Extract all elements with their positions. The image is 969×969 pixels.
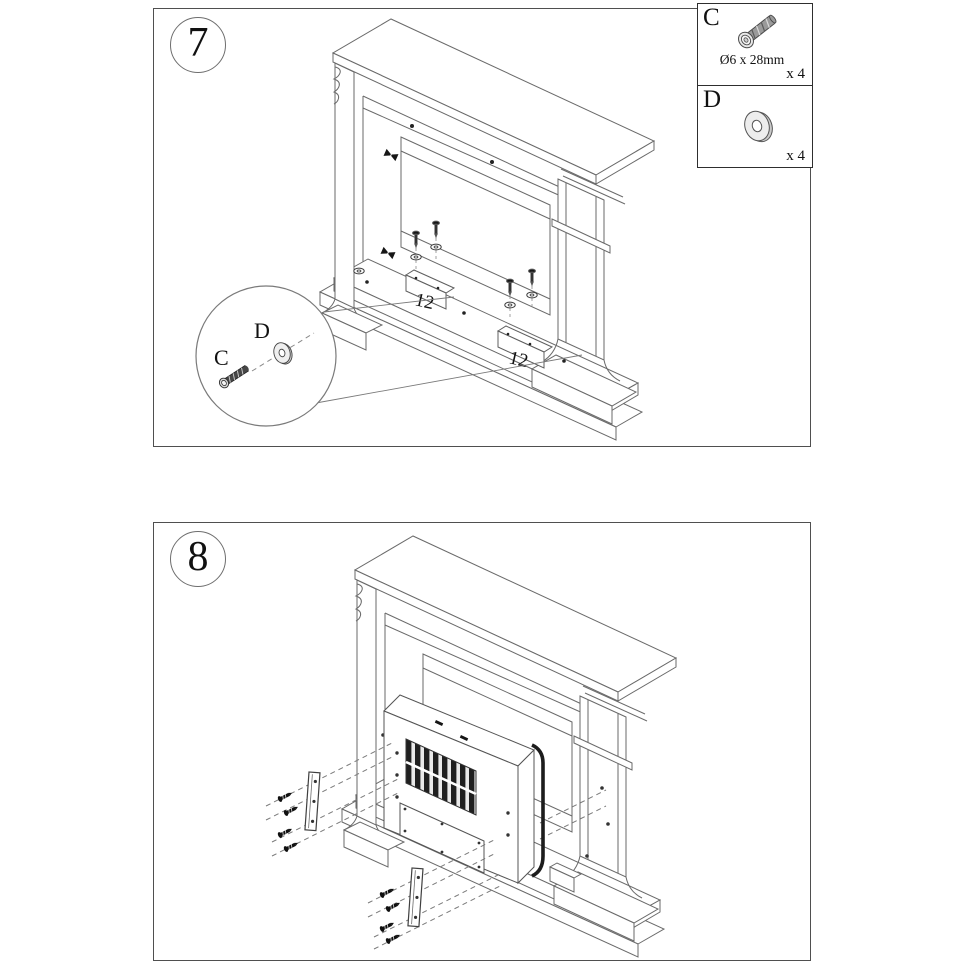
hardware-letter: D <box>703 85 722 113</box>
step-panel-8: 8 <box>153 522 811 961</box>
detail-label-c: C <box>214 345 229 370</box>
hardware-item-c: C Ø6 x 28mm x 4 <box>697 3 813 86</box>
leader-line <box>315 354 583 404</box>
washer-icon <box>744 110 773 142</box>
step-number-badge: 8 <box>170 531 226 587</box>
bracket-label-1: 12 <box>413 289 436 314</box>
mounting-bracket-2 <box>496 268 554 369</box>
mounting-strip-bottom <box>407 867 424 928</box>
hardware-item-d: D x 4 <box>697 84 813 168</box>
hanger-screw <box>434 720 444 726</box>
hanger-screw <box>459 735 469 741</box>
junction-cover <box>399 802 485 874</box>
step-number: 8 <box>187 534 209 580</box>
firebox-insert <box>383 694 545 885</box>
bracket-label-2: 12 <box>507 347 530 372</box>
mantel-frame-back-view <box>319 18 655 441</box>
hardware-legend: C Ø6 x 28mm x 4 D <box>697 3 813 168</box>
insert-front-bezel <box>531 743 545 878</box>
step-number-badge: 7 <box>170 17 226 73</box>
installed-bracket <box>548 862 583 893</box>
flat-head-screw-icon <box>738 14 777 49</box>
hardware-letter: C <box>703 4 720 31</box>
hardware-quantity: x 4 <box>786 66 805 82</box>
alignment-guides-left <box>265 741 503 950</box>
hardware-quantity: x 4 <box>786 147 805 164</box>
alignment-guides-right <box>539 789 607 840</box>
step7-illustration: 12 12 <box>195 18 655 441</box>
detail-label-d: D <box>254 318 270 343</box>
screw-c-icon <box>218 365 249 389</box>
hardware-spec: Ø6 x 28mm <box>719 52 785 67</box>
step8-illustration <box>265 535 677 958</box>
washer-d-icon <box>273 342 293 365</box>
step-number: 7 <box>187 20 209 66</box>
leader-line <box>323 296 455 313</box>
mounting-strip-left <box>304 771 321 832</box>
mounting-bracket-1 <box>404 220 456 310</box>
hardware-detail-circle: C D <box>195 285 337 427</box>
